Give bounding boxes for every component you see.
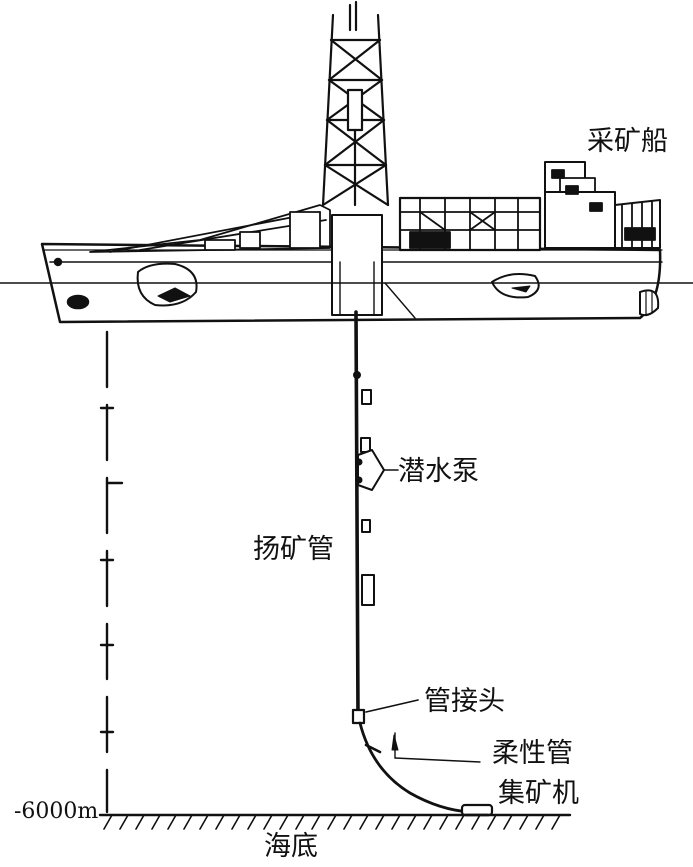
pump-label: 潜水泵 [398, 456, 479, 487]
depth-scale [99, 330, 124, 814]
riser-label: 扬矿管 [253, 534, 334, 565]
ship-superstructure [89, 161, 661, 253]
pipe-joint [351, 699, 419, 725]
ship-label: 采矿船 [587, 126, 668, 157]
water-line [0, 282, 693, 319]
collector [460, 803, 494, 817]
flexible-hose-label: 柔性管 [492, 738, 573, 769]
joint-label: 管接头 [424, 686, 505, 717]
riser-pipe [353, 310, 399, 717]
collector-label: 集矿机 [498, 778, 579, 809]
depth-label: -6000m [14, 799, 99, 824]
derrick [321, 0, 390, 207]
flexible-hose [358, 721, 481, 814]
seabed-label: 海底 [264, 831, 318, 862]
seabed [98, 813, 572, 830]
